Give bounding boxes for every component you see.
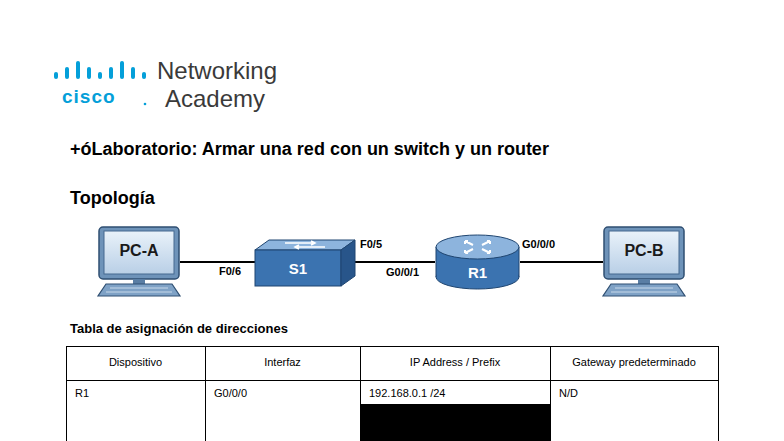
monitor-frame	[604, 227, 684, 279]
table-header-cell: IP Address / Prefix	[360, 356, 550, 368]
router-top	[436, 235, 519, 259]
router-arrows	[465, 241, 490, 253]
network-cable	[355, 261, 435, 263]
interface-label: G0/0/1	[386, 266, 419, 278]
interface-label: F0/6	[219, 265, 241, 277]
logo-bar	[87, 67, 91, 79]
device-name: PC-B	[603, 242, 685, 260]
table-header-cell: Dispositivo	[66, 356, 205, 368]
section-heading: Topología	[70, 188, 155, 209]
logo-dot	[144, 103, 147, 106]
keyboard-keys	[611, 288, 677, 292]
router-icon: R1	[435, 233, 520, 291]
logo-bar	[65, 67, 69, 79]
device-name: R1	[435, 264, 520, 281]
device-shape	[98, 226, 180, 298]
table-header-cell: Interfaz	[205, 356, 360, 368]
logo-bar	[142, 72, 146, 79]
router-edge	[436, 247, 437, 277]
keyboard-base	[603, 284, 685, 296]
address-table-grid	[67, 347, 719, 441]
network-cable	[520, 261, 603, 263]
monitor-frame	[99, 227, 179, 279]
device-name: S1	[255, 260, 341, 277]
logo-text: Networking	[157, 57, 277, 85]
cisco-logo-bars	[54, 61, 146, 79]
table-header-cell: Gateway predeterminado	[550, 356, 718, 368]
keyboard-base	[98, 284, 180, 296]
pc-icon: PC-A	[98, 226, 180, 298]
switch-arrows	[285, 241, 325, 249]
network-cable	[180, 261, 255, 263]
monitor-stand	[638, 279, 650, 284]
table-cell: R1	[75, 387, 89, 399]
table-border	[67, 347, 719, 441]
table-rule	[205, 347, 206, 441]
switch-icon: S1	[255, 238, 355, 286]
switch-front	[255, 250, 341, 286]
logo-bar	[54, 72, 58, 79]
interface-label: G0/0/0	[522, 238, 555, 250]
device-shape	[435, 233, 520, 291]
device-name: PC-A	[98, 242, 180, 260]
redaction-box	[361, 404, 550, 441]
interface-label: F0/5	[360, 238, 382, 250]
switch-top	[255, 240, 355, 250]
table-rule	[67, 380, 719, 381]
keyboard-keys	[106, 288, 172, 292]
monitor-stand	[133, 279, 145, 284]
logo-bar	[98, 72, 102, 79]
logo-wordmark: cisco	[62, 86, 116, 108]
switch-side	[341, 240, 355, 286]
pc-icon: PC-B	[603, 226, 685, 298]
table-cell: G0/0/0	[214, 387, 247, 399]
table-rule	[360, 347, 361, 441]
logo-bar	[109, 67, 113, 79]
table-heading: Tabla de asignación de direcciones	[70, 321, 288, 336]
document-title: +óLaboratorio: Armar una red con un swit…	[70, 139, 549, 160]
table-rule	[550, 347, 551, 441]
logo-bar	[76, 61, 80, 79]
router-edge	[519, 247, 520, 277]
logo-bar	[131, 67, 135, 79]
logo-bar	[120, 61, 124, 79]
device-shape	[603, 226, 685, 298]
logo-text: Academy	[165, 85, 265, 113]
table-cell: N/D	[559, 387, 578, 399]
table-cell: 192.168.0.1 /24	[369, 387, 445, 399]
